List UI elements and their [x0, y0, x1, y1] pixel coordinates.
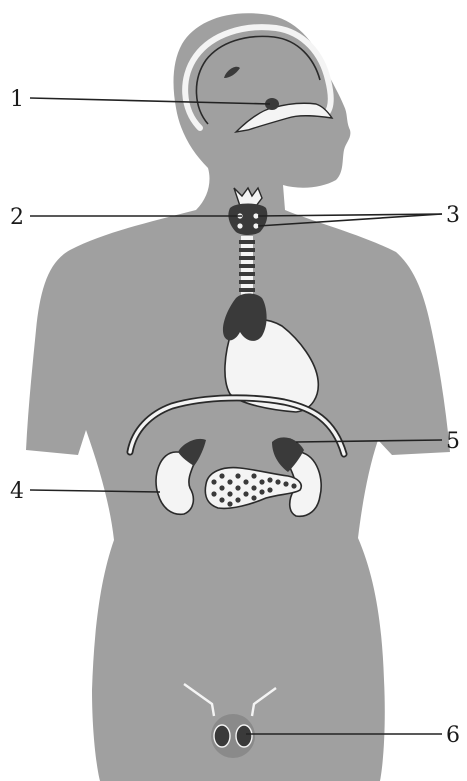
- parathyroid-dot: [253, 223, 258, 228]
- label-6: 6: [446, 723, 460, 748]
- label-2: 2: [10, 205, 24, 230]
- left-testis: [214, 725, 230, 747]
- label-4: 4: [10, 479, 24, 504]
- parathyroid-dot: [237, 223, 242, 228]
- right-testis: [236, 725, 252, 747]
- label-5: 5: [446, 429, 460, 454]
- label-3: 3: [446, 203, 460, 228]
- parathyroid-dot: [253, 213, 258, 218]
- label-1: 1: [10, 87, 24, 112]
